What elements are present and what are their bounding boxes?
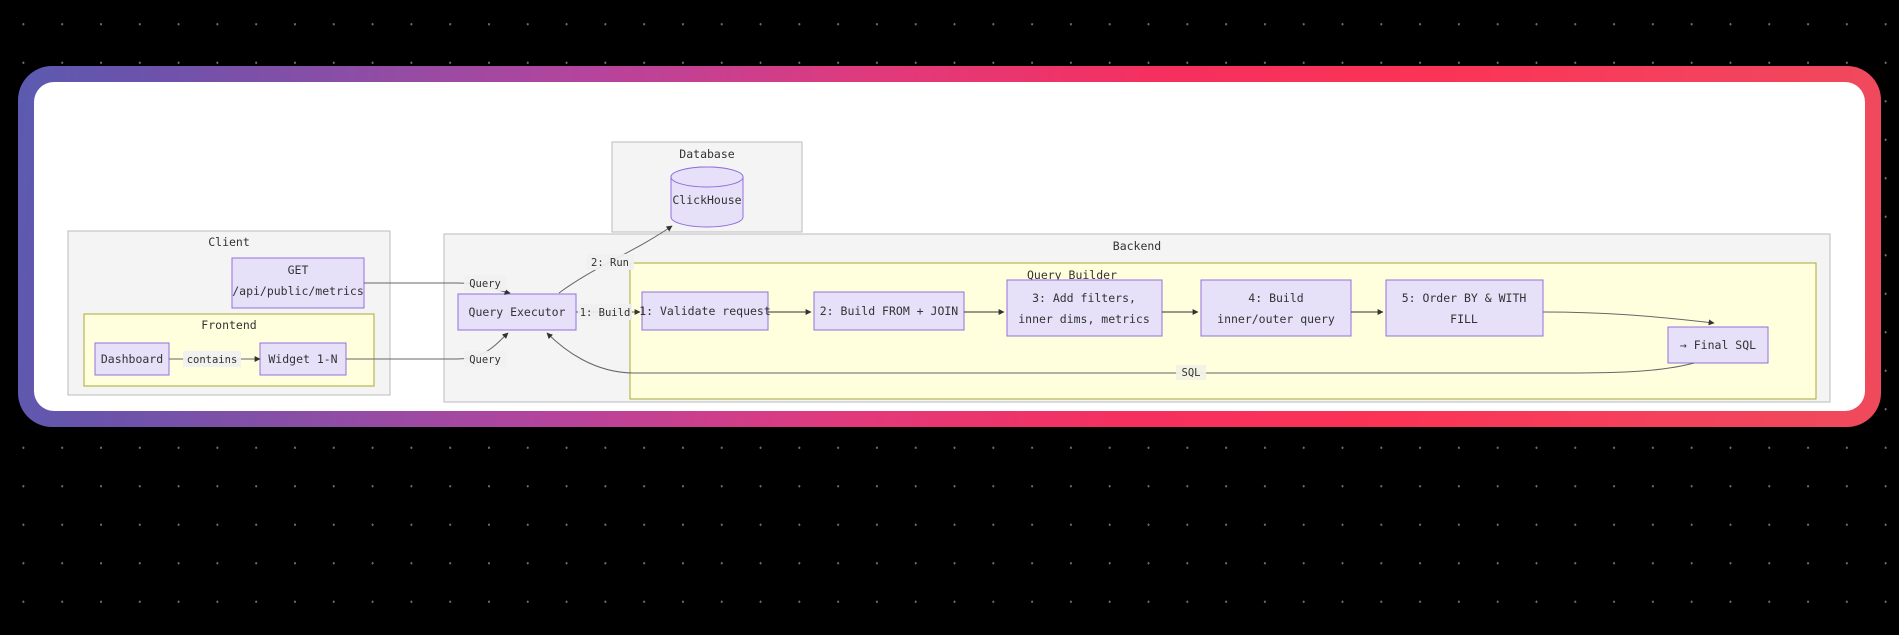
cluster-label-frontend: Frontend — [201, 318, 256, 332]
edge-api-to-executor: Query — [364, 275, 511, 295]
cluster-label-query-builder: Query Builder — [1027, 268, 1117, 282]
edge-step5-to-final-sql — [1542, 311, 1715, 326]
edge-executor-to-step1: 1: Build — [576, 304, 641, 320]
cluster-label-backend: Backend — [1113, 239, 1161, 253]
edge-label-sql: SQL — [1182, 367, 1201, 379]
edge-label-query-widget: Query — [469, 354, 501, 366]
node-api-line2: /api/public/metrics — [232, 284, 364, 298]
node-step-3-line1: 3: Add filters, — [1032, 291, 1136, 305]
node-step-1[interactable]: 1: Validate request — [639, 291, 771, 331]
node-clickhouse-label: ClickHouse — [672, 193, 741, 207]
node-step-3-line2: inner dims, metrics — [1018, 312, 1150, 326]
node-query-executor[interactable]: Query Executor — [457, 293, 577, 331]
node-step-4-line1: 4: Build — [1248, 291, 1303, 305]
edge-dashboard-to-widget: contains — [169, 351, 261, 367]
node-api-endpoint[interactable]: GET /api/public/metrics — [231, 257, 365, 309]
cluster-label-database: Database — [679, 147, 734, 161]
node-step-5-line2: FILL — [1450, 312, 1478, 326]
edge-executor-to-clickhouse: 2: Run — [558, 225, 673, 294]
diagram-canvas: Client GET /api/public/metrics Frontend … — [34, 82, 1865, 411]
edge-widget-to-executor: Query — [346, 332, 509, 367]
node-step-1-label: 1: Validate request — [639, 304, 771, 318]
edge-final-sql-to-executor: SQL — [546, 332, 1695, 380]
node-step-5-line1: 5: Order BY & WITH — [1402, 291, 1527, 305]
architecture-diagram: Client GET /api/public/metrics Frontend … — [67, 141, 1831, 403]
node-widget[interactable]: Widget 1-N — [259, 342, 347, 376]
node-step-3[interactable]: 3: Add filters, inner dims, metrics — [1006, 279, 1163, 337]
node-dashboard[interactable]: Dashboard — [94, 342, 170, 376]
node-step-4-line2: inner/outer query — [1217, 312, 1335, 326]
node-dashboard-label: Dashboard — [101, 352, 163, 366]
edge-label-contains: contains — [187, 354, 238, 366]
edge-label-query-api: Query — [469, 278, 501, 290]
node-query-executor-label: Query Executor — [469, 305, 566, 319]
edge-label-run: 2: Run — [591, 257, 629, 269]
gradient-frame: Client GET /api/public/metrics Frontend … — [18, 66, 1881, 427]
node-final-sql-label: → Final SQL — [1680, 338, 1756, 352]
node-widget-label: Widget 1-N — [268, 352, 337, 366]
node-clickhouse[interactable]: ClickHouse — [670, 166, 744, 228]
node-step-2[interactable]: 2: Build FROM + JOIN — [813, 291, 965, 331]
node-step-2-label: 2: Build FROM + JOIN — [820, 304, 959, 318]
cluster-label-client: Client — [208, 235, 250, 249]
edge-label-build: 1: Build — [580, 307, 631, 319]
node-step-5[interactable]: 5: Order BY & WITH FILL — [1385, 279, 1544, 337]
node-api-line1: GET — [288, 263, 309, 277]
node-final-sql[interactable]: → Final SQL — [1667, 326, 1769, 364]
node-step-4[interactable]: 4: Build inner/outer query — [1200, 279, 1352, 337]
